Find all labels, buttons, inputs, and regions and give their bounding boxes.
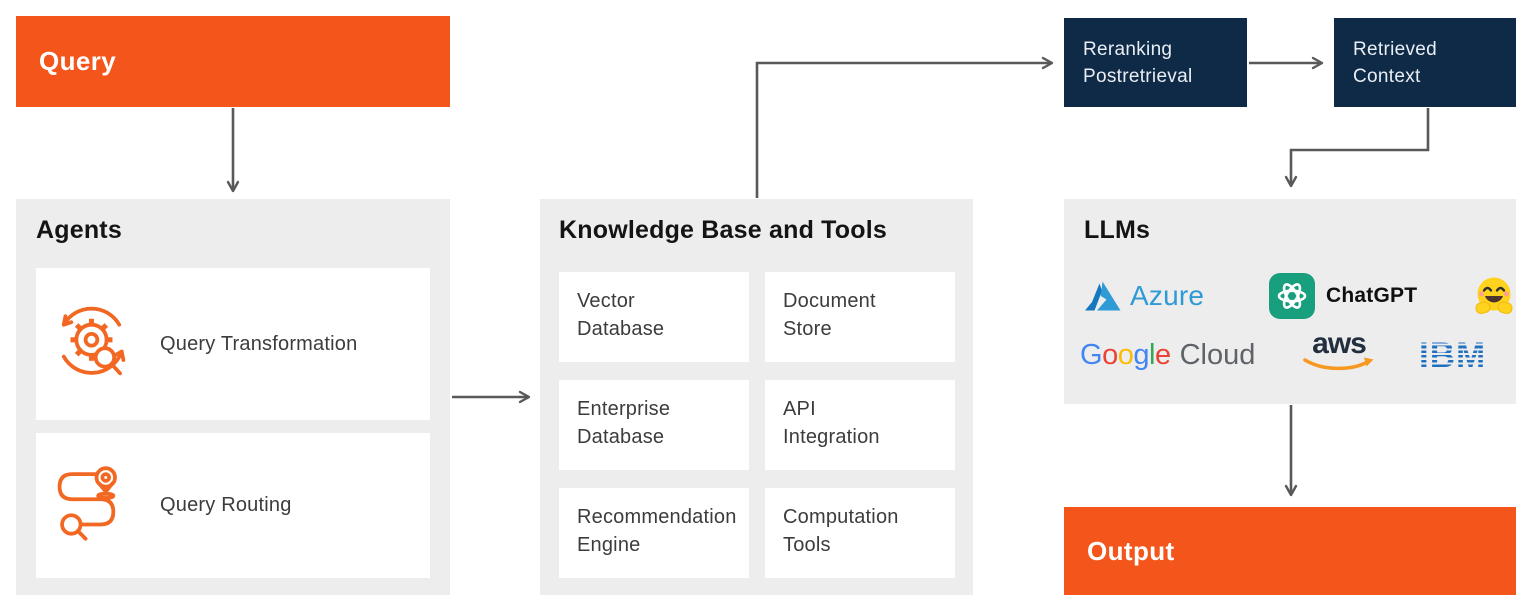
computation-tools-card: Computation Tools [765,488,955,578]
query-node: Query [16,16,450,107]
output-node: Output [1064,507,1516,595]
agents-title: Agents [36,216,122,244]
api-integration-label: API Integration [783,398,880,448]
arrow-kb-to-reranking [755,56,1054,198]
reranking-postretrieval-node: Reranking Postretrieval [1064,18,1247,107]
query-transformation-icon [61,306,126,376]
enterprise-database-card: Enterprise Database [559,380,749,470]
llms-title: LLMs [1084,216,1151,244]
vector-database-card: Vector Database [559,272,749,362]
retrieved-context-node: Retrieved Context [1334,18,1516,107]
query-transformation-card: Query Transformation [36,268,430,420]
api-integration-card: API Integration [765,380,955,470]
azure-label: Azure [1130,280,1205,311]
chatgpt-label: ChatGPT [1326,284,1418,307]
hugging-face-logo [1473,275,1515,317]
hugging-face-icon [1475,277,1513,314]
query-label: Query [39,46,117,76]
cloud-label: Cloud [1179,339,1256,371]
recommendation-engine-label: Recommendation Engine [577,506,737,556]
query-transformation-label: Query Transformation [160,332,358,355]
knowledge-base-title: Knowledge Base and Tools [559,216,887,244]
aws-label: aws [1312,327,1367,360]
query-routing-card: Query Routing [36,433,430,578]
query-routing-icon [57,465,117,541]
knowledge-base-panel: Knowledge Base and Tools Vector Database… [540,199,973,595]
recommendation-engine-card: Recommendation Engine [559,488,749,578]
document-store-card: Document Store [765,272,955,362]
azure-icon [1085,281,1121,311]
query-routing-label: Query Routing [160,494,292,516]
aws-logo: aws [1303,327,1375,372]
chatgpt-icon [1269,273,1315,319]
ibm-logo: IBM [1419,336,1487,375]
reranking-postretrieval-label: Reranking Postretrieval [1083,38,1193,87]
agents-panel: Agents [16,199,450,595]
aws-smile-icon [1303,357,1374,371]
google-wordmark: Google [1080,339,1171,371]
azure-logo: Azure [1085,280,1204,312]
ibm-label: IBM [1419,336,1487,375]
chatgpt-logo: ChatGPT [1269,273,1417,319]
vector-database-label: Vector Database [577,290,665,340]
enterprise-database-label: Enterprise Database [577,398,671,448]
computation-tools-label: Computation Tools [783,506,899,556]
arrow-retrieved-to-llms [1284,108,1430,188]
google-cloud-logo: Google Cloud [1080,339,1255,372]
retrieved-context-label: Retrieved Context [1353,38,1438,87]
output-label: Output [1087,535,1175,566]
llms-panel: LLMs Azure ChatGPT [1064,199,1516,404]
document-store-label: Document Store [783,290,876,340]
